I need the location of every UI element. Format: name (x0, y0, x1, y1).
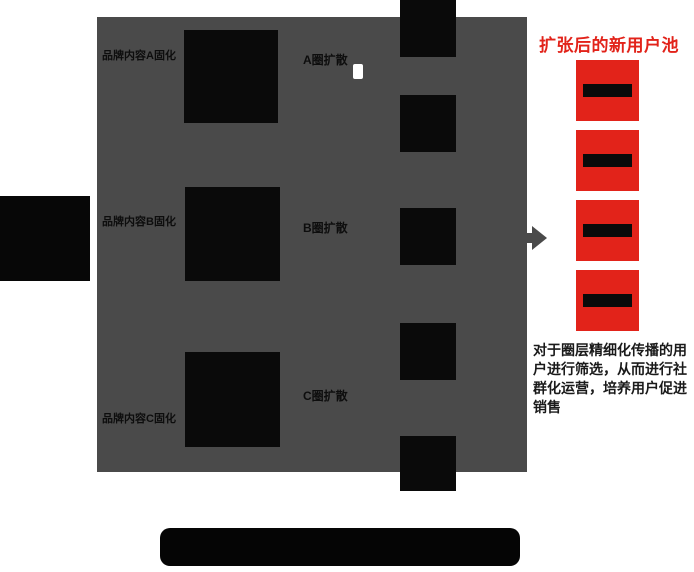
qr-code-a (184, 30, 278, 123)
user-pool-item-2 (576, 130, 639, 191)
qr-code-small-3 (400, 208, 456, 265)
spread-label-c: C圈扩散 (303, 389, 348, 403)
qr-code-small-2 (400, 95, 456, 152)
qr-code-small-5 (400, 436, 456, 491)
caption-bar (160, 528, 520, 566)
arrow-tail (520, 233, 532, 243)
content-label-c: 品牌内容C固化 (102, 413, 176, 425)
user-pool-item-1 (576, 60, 639, 121)
content-label-a: 品牌内容A固化 (102, 50, 176, 62)
pool-item-bar-1 (583, 84, 632, 97)
pool-item-bar-2 (583, 154, 632, 167)
cursor-icon (353, 64, 363, 79)
expand-arrow-icon (520, 226, 552, 250)
spread-label-a: A圈扩散 (303, 53, 348, 67)
content-label-b: 品牌内容B固化 (102, 216, 176, 228)
qr-code-small-4 (400, 323, 456, 380)
user-pool-item-3 (576, 200, 639, 261)
pool-item-bar-3 (583, 224, 632, 237)
user-pool-item-4 (576, 270, 639, 331)
qr-code-small-1 (400, 0, 456, 57)
qr-code-b (185, 187, 280, 281)
seed-user-box (0, 196, 90, 281)
pool-item-bar-4 (583, 294, 632, 307)
qr-code-c (185, 352, 280, 447)
spread-label-b: B圈扩散 (303, 221, 348, 235)
new-user-pool-title: 扩张后的新用户池 (539, 36, 679, 55)
note-text: 对于圈层精细化传播的用户进行筛选，从而进行社群化运营，培养用户促进销售 (533, 342, 687, 415)
arrow-head (532, 226, 547, 250)
